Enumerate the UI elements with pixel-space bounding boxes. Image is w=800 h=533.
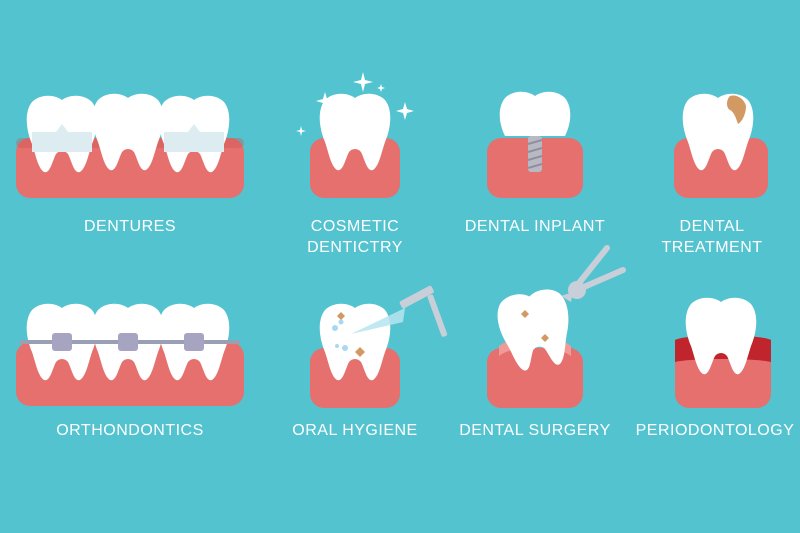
item-label-dentures: DENTURES [83,218,176,235]
item-label-treatment: DENTAL TREATMENT [661,218,763,256]
water-jet-icon [310,285,448,408]
decayed-tooth-icon [674,93,768,198]
item-label-implant: DENTAL INPLANT [464,218,606,235]
cosmetic-tooth-icon [296,72,414,198]
implant-icon [487,91,583,198]
item-label-periodontology: PERIODONTOLOGY [635,422,795,439]
dentures-icon [16,93,244,198]
item-label-orthodontics: ORTHONDONTICS [56,422,204,439]
item-label-cosmetic: COSMETIC DENTICTRY [307,218,403,256]
item-label-hygiene: ORAL HYGIENE [292,422,418,439]
forceps-icon [487,245,626,408]
braces-icon [16,303,244,406]
gum-disease-icon [675,297,771,408]
item-label-surgery: DENTAL SURGERY [459,422,611,439]
